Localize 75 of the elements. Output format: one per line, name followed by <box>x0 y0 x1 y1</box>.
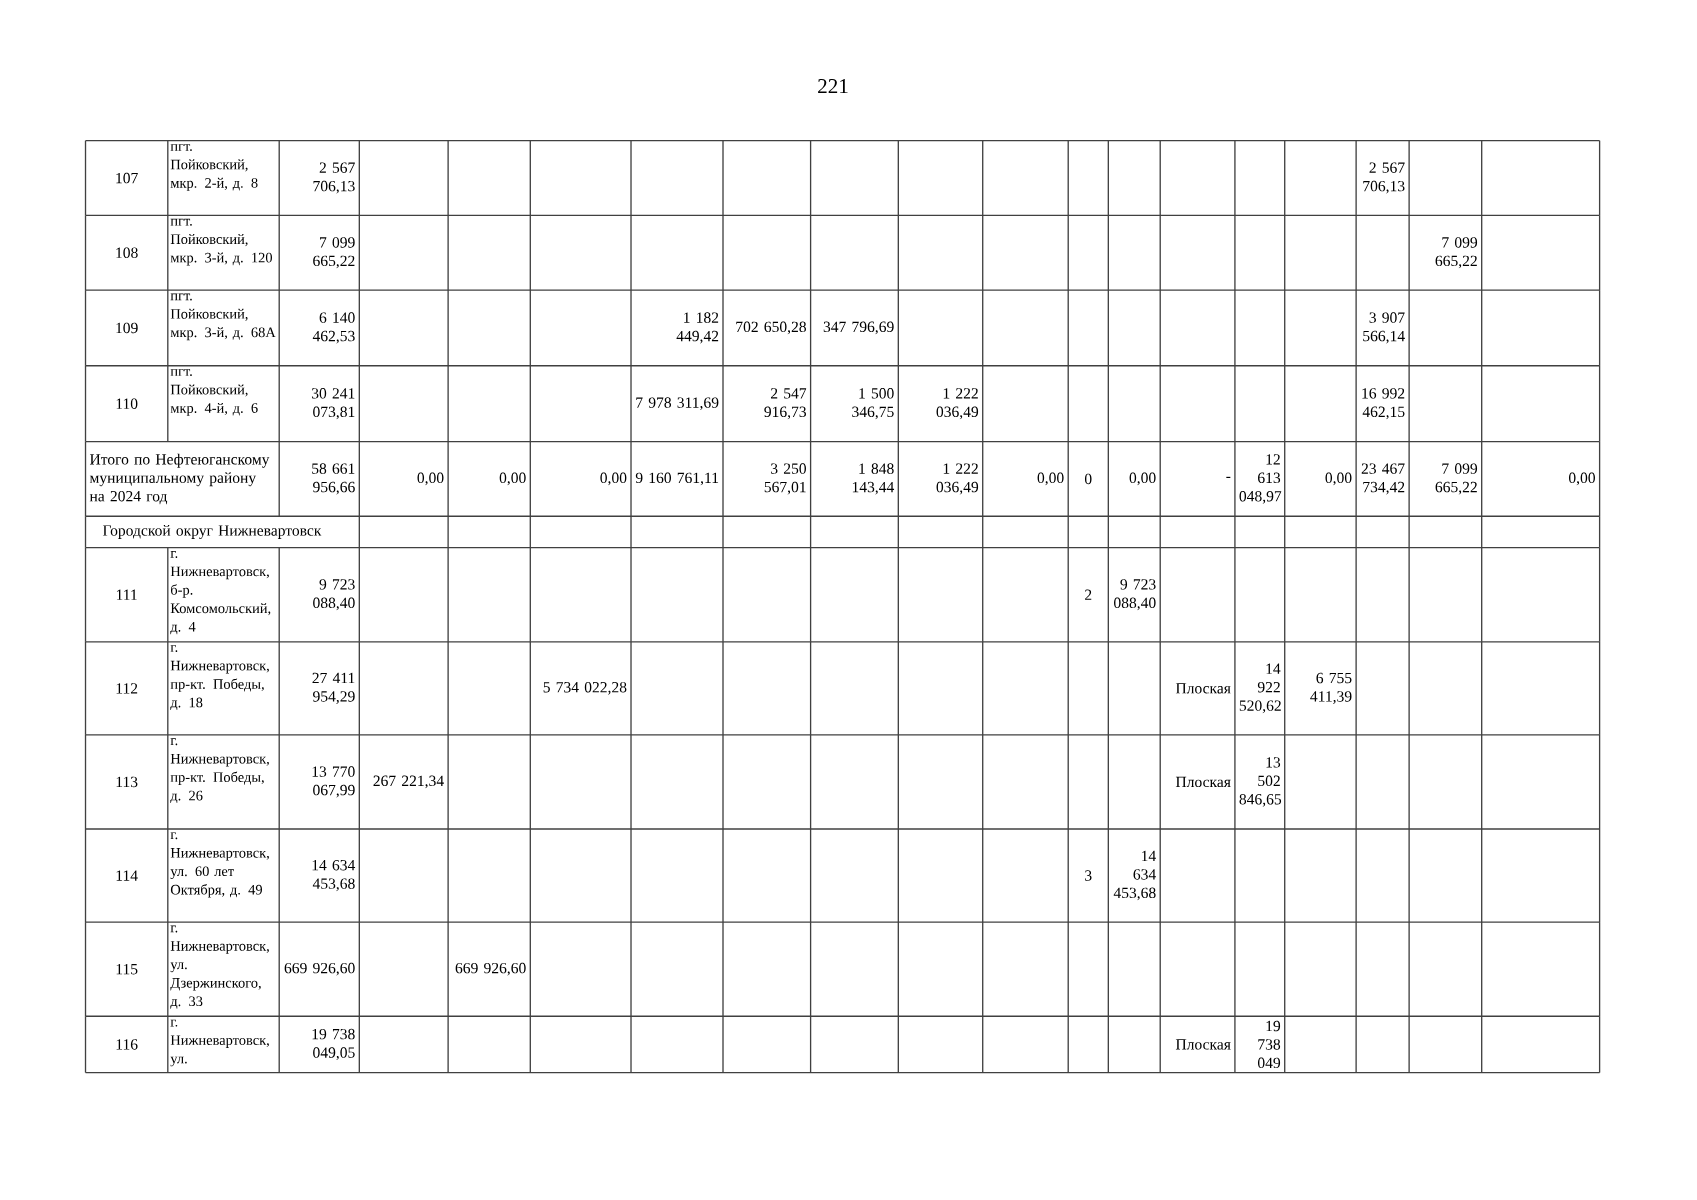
table-cell: 0,00 <box>1129 472 1156 486</box>
table-cell: 1 222 036,49 <box>936 388 979 420</box>
table-cell: 109 <box>116 322 138 334</box>
table-cell: 19 738 049,05 <box>312 1028 355 1061</box>
table-cell: 113 <box>116 776 138 788</box>
table-cell: 669 926,60 <box>284 962 355 976</box>
table-cell: 13 502 846,65 <box>1239 757 1282 807</box>
table-cell: 110 <box>116 398 138 409</box>
table-cell: 9 160 761,11 <box>635 472 719 486</box>
table-cell: 58 661 956,66 <box>312 463 355 495</box>
table-cell: Плоская <box>1175 776 1231 788</box>
table-cell: 2 <box>1085 589 1092 600</box>
table-cell: 267 221,34 <box>373 775 444 789</box>
table-cell: 12 613 048,97 <box>1239 454 1282 504</box>
table-cell: 115 <box>116 964 138 975</box>
table-cell: 3 <box>1085 870 1092 881</box>
table-cell: 9 723 088,40 <box>1114 579 1156 611</box>
table-cell: 0 <box>1084 473 1092 485</box>
table-cell: г. Нижневартовск, пр-кт. Победы, д. 18 <box>170 645 269 710</box>
table-cell: Плоская <box>1175 1039 1231 1050</box>
table-cell: 1 500 346,75 <box>852 388 894 420</box>
table-cell: 111 <box>116 589 137 600</box>
table-cell: 669 926,60 <box>455 962 526 976</box>
table-cell: 112 <box>116 683 138 694</box>
table-cell: г. Нижневартовск, ул. 60 лет Октября, д. 49 <box>170 832 269 898</box>
table-cell: 5 734 022,28 <box>543 682 627 695</box>
table-cell: 6 140 462,53 <box>312 312 355 344</box>
table-cell: 107 <box>116 172 138 184</box>
table-cell: Городской округ Нижневартовск <box>102 524 322 539</box>
table-cell: 3 250 567,01 <box>764 463 806 495</box>
table-cell: г. Нижневартовск, б-р. Комсомольский, д. 4 <box>170 551 271 635</box>
table-cell: 347 796,69 <box>823 321 894 335</box>
table-cell: 7 978 311,69 <box>636 397 719 411</box>
table-cell: 0,00 <box>1325 472 1352 486</box>
table-cell: 7 099 665,22 <box>1435 237 1478 269</box>
table-cell: пгт. Пойковский, мкр. 2-й, д. 8 <box>170 144 258 191</box>
table-cell: 0,00 <box>417 472 444 486</box>
table-cell: 0,00 <box>600 472 627 486</box>
table-cell: Плоская <box>1175 683 1231 694</box>
table-cell: - <box>1226 476 1231 478</box>
table-cell: г. Нижневартовск, ул. Дзержинского, д. 33 <box>170 925 269 1009</box>
table-cell: 0,00 <box>499 472 526 486</box>
table-cell: 114 <box>116 870 138 881</box>
table-cell: 27 411 954,29 <box>312 672 355 704</box>
table-cell: 0,00 <box>1568 472 1595 486</box>
table-cell: 16 992 462,15 <box>1362 388 1405 420</box>
table-cell: 14 922 520,62 <box>1239 663 1281 714</box>
table-cell: пгт. Пойковский, мкр. 3-й, д. 68А <box>170 293 276 341</box>
table-cell: 7 099 665,22 <box>1435 463 1478 495</box>
table-cell: пгт. Пойковский, мкр. 4-й, д. 6 <box>170 369 258 416</box>
table-cell: 3 907 566,14 <box>1363 312 1405 344</box>
table-cell: 7 099 665,22 <box>313 237 355 269</box>
table-cell: 2 567 706,13 <box>313 162 355 194</box>
table-cell: 108 <box>116 247 138 258</box>
table-cell: 14 634 453,68 <box>1113 850 1156 901</box>
table-cell: 116 <box>116 1039 138 1050</box>
table-cell: пгт. Пойковский, мкр. 3-й, д. 120 <box>170 218 272 266</box>
table-cell: 14 634 453,68 <box>312 860 356 892</box>
page-number: 221 <box>818 79 848 93</box>
table-cell: 9 723 088,40 <box>313 579 355 611</box>
table-cell: г. Нижневартовск, пр-кт. Победы, д. 26 <box>170 738 269 804</box>
table-cell: 19 738 049 <box>1257 1020 1281 1069</box>
table-cell: Итого по Нефтеюганскому муниципальному району на 2024 год <box>89 453 270 505</box>
table-cell: г. Нижневартовск, ул. <box>170 1019 269 1067</box>
table-cell: 1 848 143,44 <box>852 463 895 495</box>
table-cell: 1 182 449,42 <box>676 312 719 344</box>
table-cell: 30 241 073,81 <box>311 388 355 420</box>
table-cell: 6 755 411,39 <box>1310 672 1352 704</box>
table-cell: 0,00 <box>1037 472 1064 486</box>
table-cell: 13 770 067,99 <box>312 766 355 798</box>
table-cell: 23 467 734,42 <box>1361 463 1405 495</box>
table-cell: 702 650,28 <box>736 321 806 335</box>
table-cell: 2 567 706,13 <box>1363 162 1405 194</box>
table-cell: 2 547 916,73 <box>764 388 807 420</box>
table-cell: 1 222 036,49 <box>936 463 979 495</box>
